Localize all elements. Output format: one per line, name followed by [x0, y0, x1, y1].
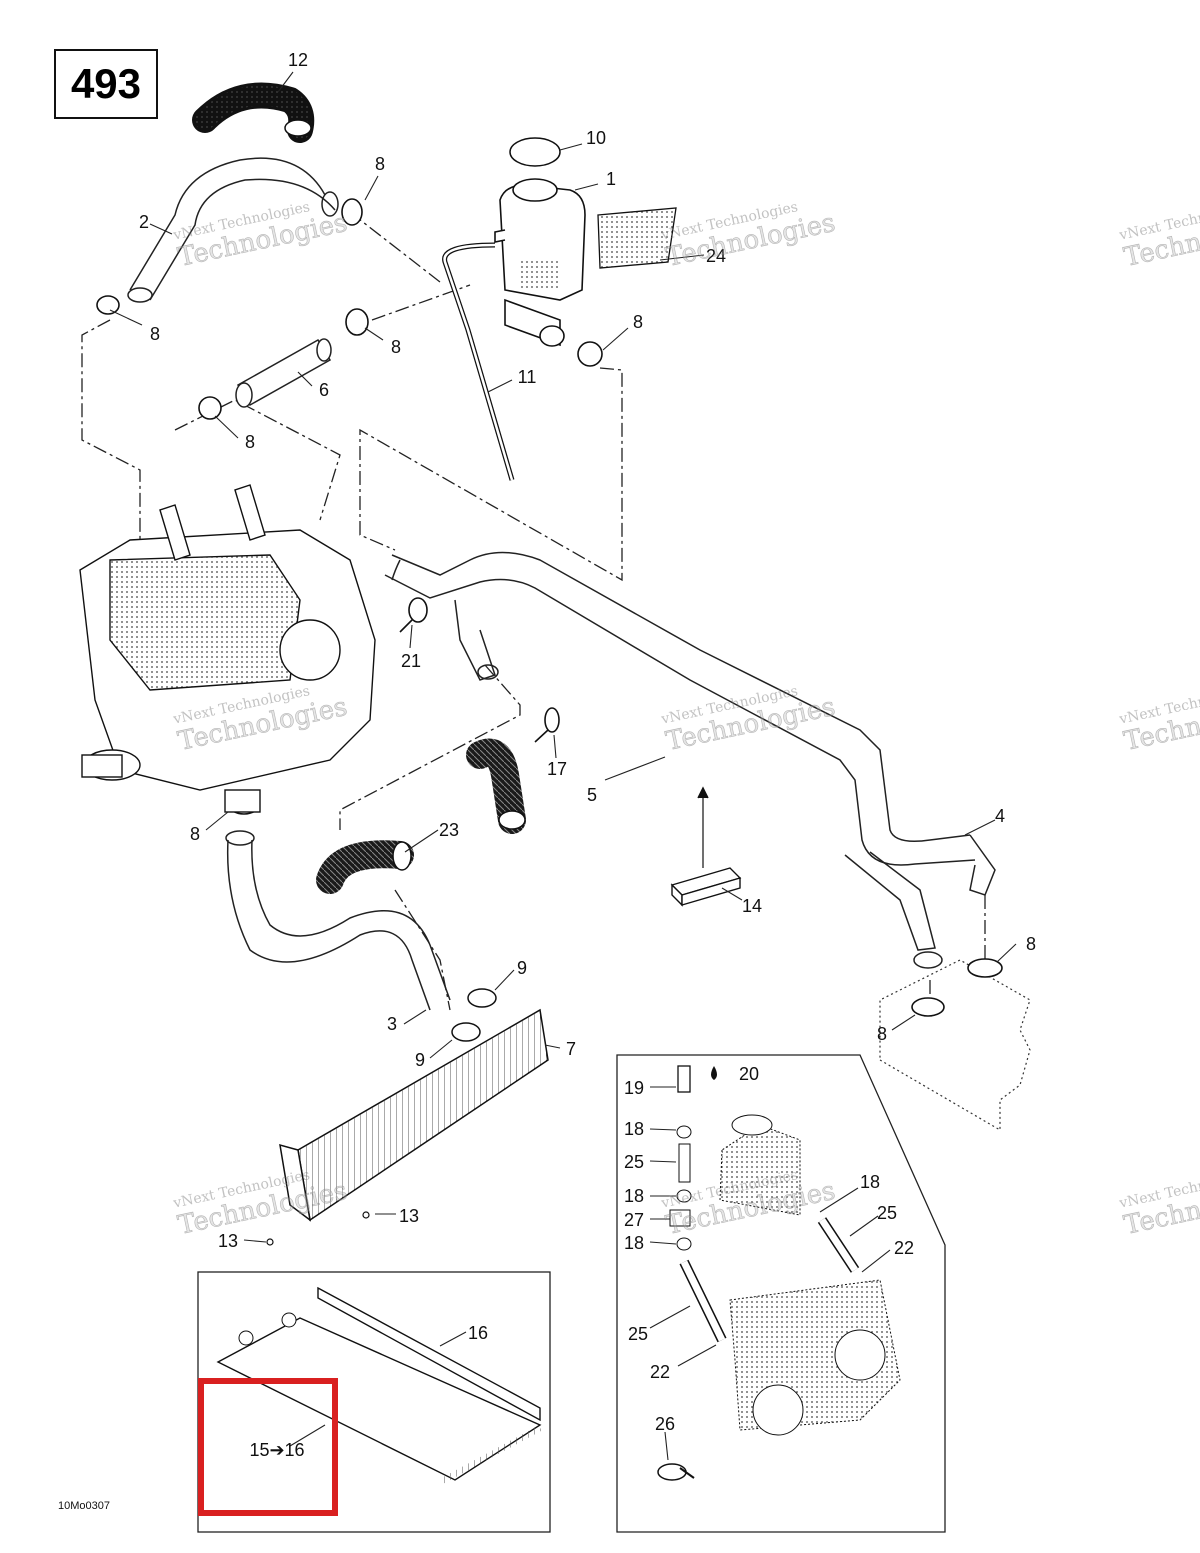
callout-24: 24	[706, 246, 726, 266]
callout-12: 12	[288, 50, 308, 70]
callout-14: 14	[742, 896, 762, 916]
part-5-and-4-coolant-pipes	[384, 551, 996, 969]
part-2-hose	[127, 157, 339, 303]
callout-16: 16	[468, 1323, 488, 1343]
part-21-tie	[399, 597, 428, 633]
callout-8-b: 8	[150, 324, 160, 344]
part-11-tube	[442, 242, 515, 481]
inset-box-part-16	[197, 1271, 551, 1533]
part-12-corrugated-hose	[192, 82, 315, 143]
callout-27: 27	[624, 1210, 644, 1230]
part-6-hose	[235, 338, 332, 408]
part-23-corrugated-hoses	[316, 738, 526, 894]
callout-2: 2	[139, 212, 149, 232]
callout-6: 6	[319, 380, 329, 400]
callout-26: 26	[655, 1414, 675, 1434]
callout-11: 11	[518, 367, 537, 387]
callout-15-to-16: 15➔16	[249, 1440, 304, 1460]
callout-25-c: 25	[628, 1324, 648, 1344]
part-24-label	[597, 207, 677, 269]
callout-9-b: 9	[415, 1050, 425, 1070]
callout-22-b: 22	[650, 1362, 670, 1382]
callout-21: 21	[401, 651, 421, 671]
callout-20: 20	[739, 1064, 759, 1084]
chassis-outline	[879, 959, 1031, 1132]
callout-13-a: 13	[399, 1206, 419, 1226]
clamps-8	[96, 198, 1003, 1017]
callout-8-a: 8	[375, 154, 385, 174]
red-highlight-box	[198, 1378, 338, 1516]
reference-code: 10Mo0307	[58, 1500, 110, 1512]
inset-box-detail	[616, 1054, 946, 1533]
callout-numbers: 12 10 1 8 2 8 8 8 6 8 24 11 21 17 5 4 8 …	[139, 50, 1036, 1460]
callout-23: 23	[439, 820, 459, 840]
callout-25-a: 25	[624, 1152, 644, 1172]
callout-1: 1	[606, 169, 616, 189]
part-13-screws	[266, 1211, 370, 1246]
callout-18-b: 18	[624, 1186, 644, 1206]
callout-8-g: 8	[1026, 934, 1036, 954]
callout-5: 5	[587, 785, 597, 805]
callout-leaders	[109, 71, 1017, 1461]
part-14-foam-block	[670, 786, 742, 907]
callout-18-a: 18	[624, 1119, 644, 1139]
part-17-tie	[534, 707, 560, 743]
callout-8-h: 8	[877, 1024, 887, 1044]
callout-8-c: 8	[391, 337, 401, 357]
page-number: 493	[70, 60, 142, 107]
callout-22-a: 22	[894, 1238, 914, 1258]
callout-7: 7	[566, 1039, 576, 1059]
assembly-leader-lines	[81, 211, 986, 1015]
callout-25-b: 25	[877, 1203, 897, 1223]
callout-19: 19	[624, 1078, 644, 1098]
callout-10: 10	[586, 128, 606, 148]
callout-8-d: 8	[633, 312, 643, 332]
callout-17: 17	[547, 759, 567, 779]
part-1-coolant-tank	[494, 178, 586, 347]
part-3-hose	[225, 830, 451, 1011]
callout-8-e: 8	[245, 432, 255, 452]
callout-4: 4	[995, 806, 1005, 826]
part-9-rings	[451, 988, 497, 1042]
callout-8-f: 8	[190, 824, 200, 844]
callout-9-a: 9	[517, 958, 527, 978]
callout-3: 3	[387, 1014, 397, 1034]
callout-13-b: 13	[218, 1231, 238, 1251]
callout-18-d: 18	[860, 1172, 880, 1192]
part-7-heat-exchanger	[279, 1008, 549, 1222]
engine-assembly	[79, 484, 376, 813]
callout-18-c: 18	[624, 1233, 644, 1253]
page-number-box: 493	[54, 49, 158, 119]
part-10-cap	[509, 137, 561, 167]
